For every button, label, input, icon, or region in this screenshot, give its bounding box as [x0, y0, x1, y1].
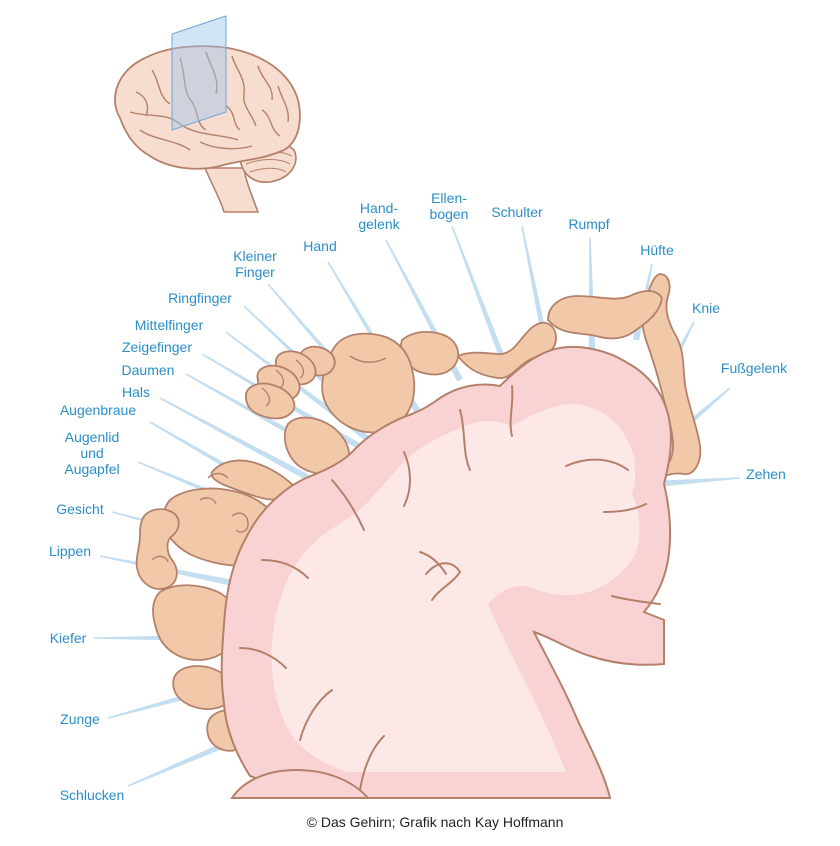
shoulder-arm: [456, 321, 557, 379]
lips-mouth: [135, 508, 180, 590]
label-daumen-line: Daumen: [122, 362, 175, 378]
credit-text: © Das Gehirn; Grafik nach Kay Hoffmann: [307, 814, 564, 830]
label-gesicht: Gesicht: [56, 501, 104, 517]
label-schulter: Schulter: [491, 204, 543, 220]
label-rumpf-line: Rumpf: [568, 216, 609, 232]
label-rumpf: Rumpf: [568, 216, 609, 232]
label-kiefer-line: Kiefer: [50, 630, 87, 646]
label-augenlid-line: Augenlid: [65, 429, 120, 445]
label-ellenbogen-line: bogen: [430, 206, 469, 222]
label-zunge: Zunge: [60, 711, 100, 727]
label-lippen-line: Lippen: [49, 543, 91, 559]
ray-hals: [159, 397, 318, 485]
label-hand-line: Hand: [303, 238, 336, 254]
label-augenlid-line: Augapfel: [64, 461, 119, 477]
label-kleiner-finger-line: Finger: [235, 264, 275, 280]
section-plane: [171, 15, 227, 131]
brain-stem: [203, 167, 260, 213]
cortex-section: [220, 346, 672, 799]
label-augenbraue-line: Augenbraue: [60, 402, 137, 418]
label-handgelenk-line: Hand-: [360, 200, 398, 216]
label-fussgelenk-line: Fußgelenk: [721, 360, 788, 376]
label-ringfinger: Ringfinger: [168, 290, 232, 306]
label-huefte-line: Hüfte: [640, 242, 674, 258]
label-augenlid-line: und: [80, 445, 103, 461]
label-zunge-line: Zunge: [60, 711, 100, 727]
label-ellenbogen-line: Ellen-: [431, 190, 467, 206]
label-mittelfinger-line: Mittelfinger: [135, 317, 204, 333]
label-ellenbogen: Ellen-bogen: [430, 190, 469, 222]
label-handgelenk: Hand-gelenk: [358, 200, 400, 232]
label-hand: Hand: [303, 238, 336, 254]
face-details: [151, 355, 387, 563]
label-knie: Knie: [692, 300, 720, 316]
hip-trunk: [547, 290, 663, 340]
label-ringfinger-line: Ringfinger: [168, 290, 232, 306]
cerebrum: [114, 45, 301, 170]
label-schlucken: Schlucken: [60, 787, 125, 803]
label-daumen: Daumen: [122, 362, 175, 378]
label-lippen: Lippen: [49, 543, 91, 559]
hand: [321, 332, 416, 434]
label-zehen-line: Zehen: [746, 466, 786, 482]
label-layer: Zehen Fußgelenk Knie Hüfte Rumpf Schulter Elle…: [49, 190, 788, 803]
label-zeigefinger-line: Zeigefinger: [122, 339, 192, 355]
label-hals: Hals: [122, 384, 150, 400]
label-mittelfinger: Mittelfinger: [135, 317, 204, 333]
label-kleiner-finger-line: Kleiner: [233, 248, 277, 264]
label-huefte: Hüfte: [640, 242, 674, 258]
label-zehen: Zehen: [746, 466, 786, 482]
white-matter: [271, 404, 640, 772]
label-handgelenk-line: gelenk: [358, 216, 400, 232]
label-knie-line: Knie: [692, 300, 720, 316]
label-kiefer: Kiefer: [50, 630, 87, 646]
ray-ellenbogen: [451, 225, 513, 380]
brain-overview: [114, 15, 301, 213]
label-schulter-line: Schulter: [491, 204, 543, 220]
ray-schlucken: [127, 737, 238, 787]
label-schlucken-line: Schlucken: [60, 787, 125, 803]
label-augenbraue: Augenbraue: [60, 402, 137, 418]
label-zeigefinger: Zeigefinger: [122, 339, 192, 355]
cortex-sulci: [239, 385, 661, 791]
label-hals-line: Hals: [122, 384, 150, 400]
ray-zehen: [653, 477, 741, 488]
cerebrum-sulci: [129, 51, 290, 151]
label-fussgelenk: Fußgelenk: [721, 360, 788, 376]
label-gesicht-line: Gesicht: [56, 501, 104, 517]
cortex-lower-gyrus: [230, 768, 371, 799]
